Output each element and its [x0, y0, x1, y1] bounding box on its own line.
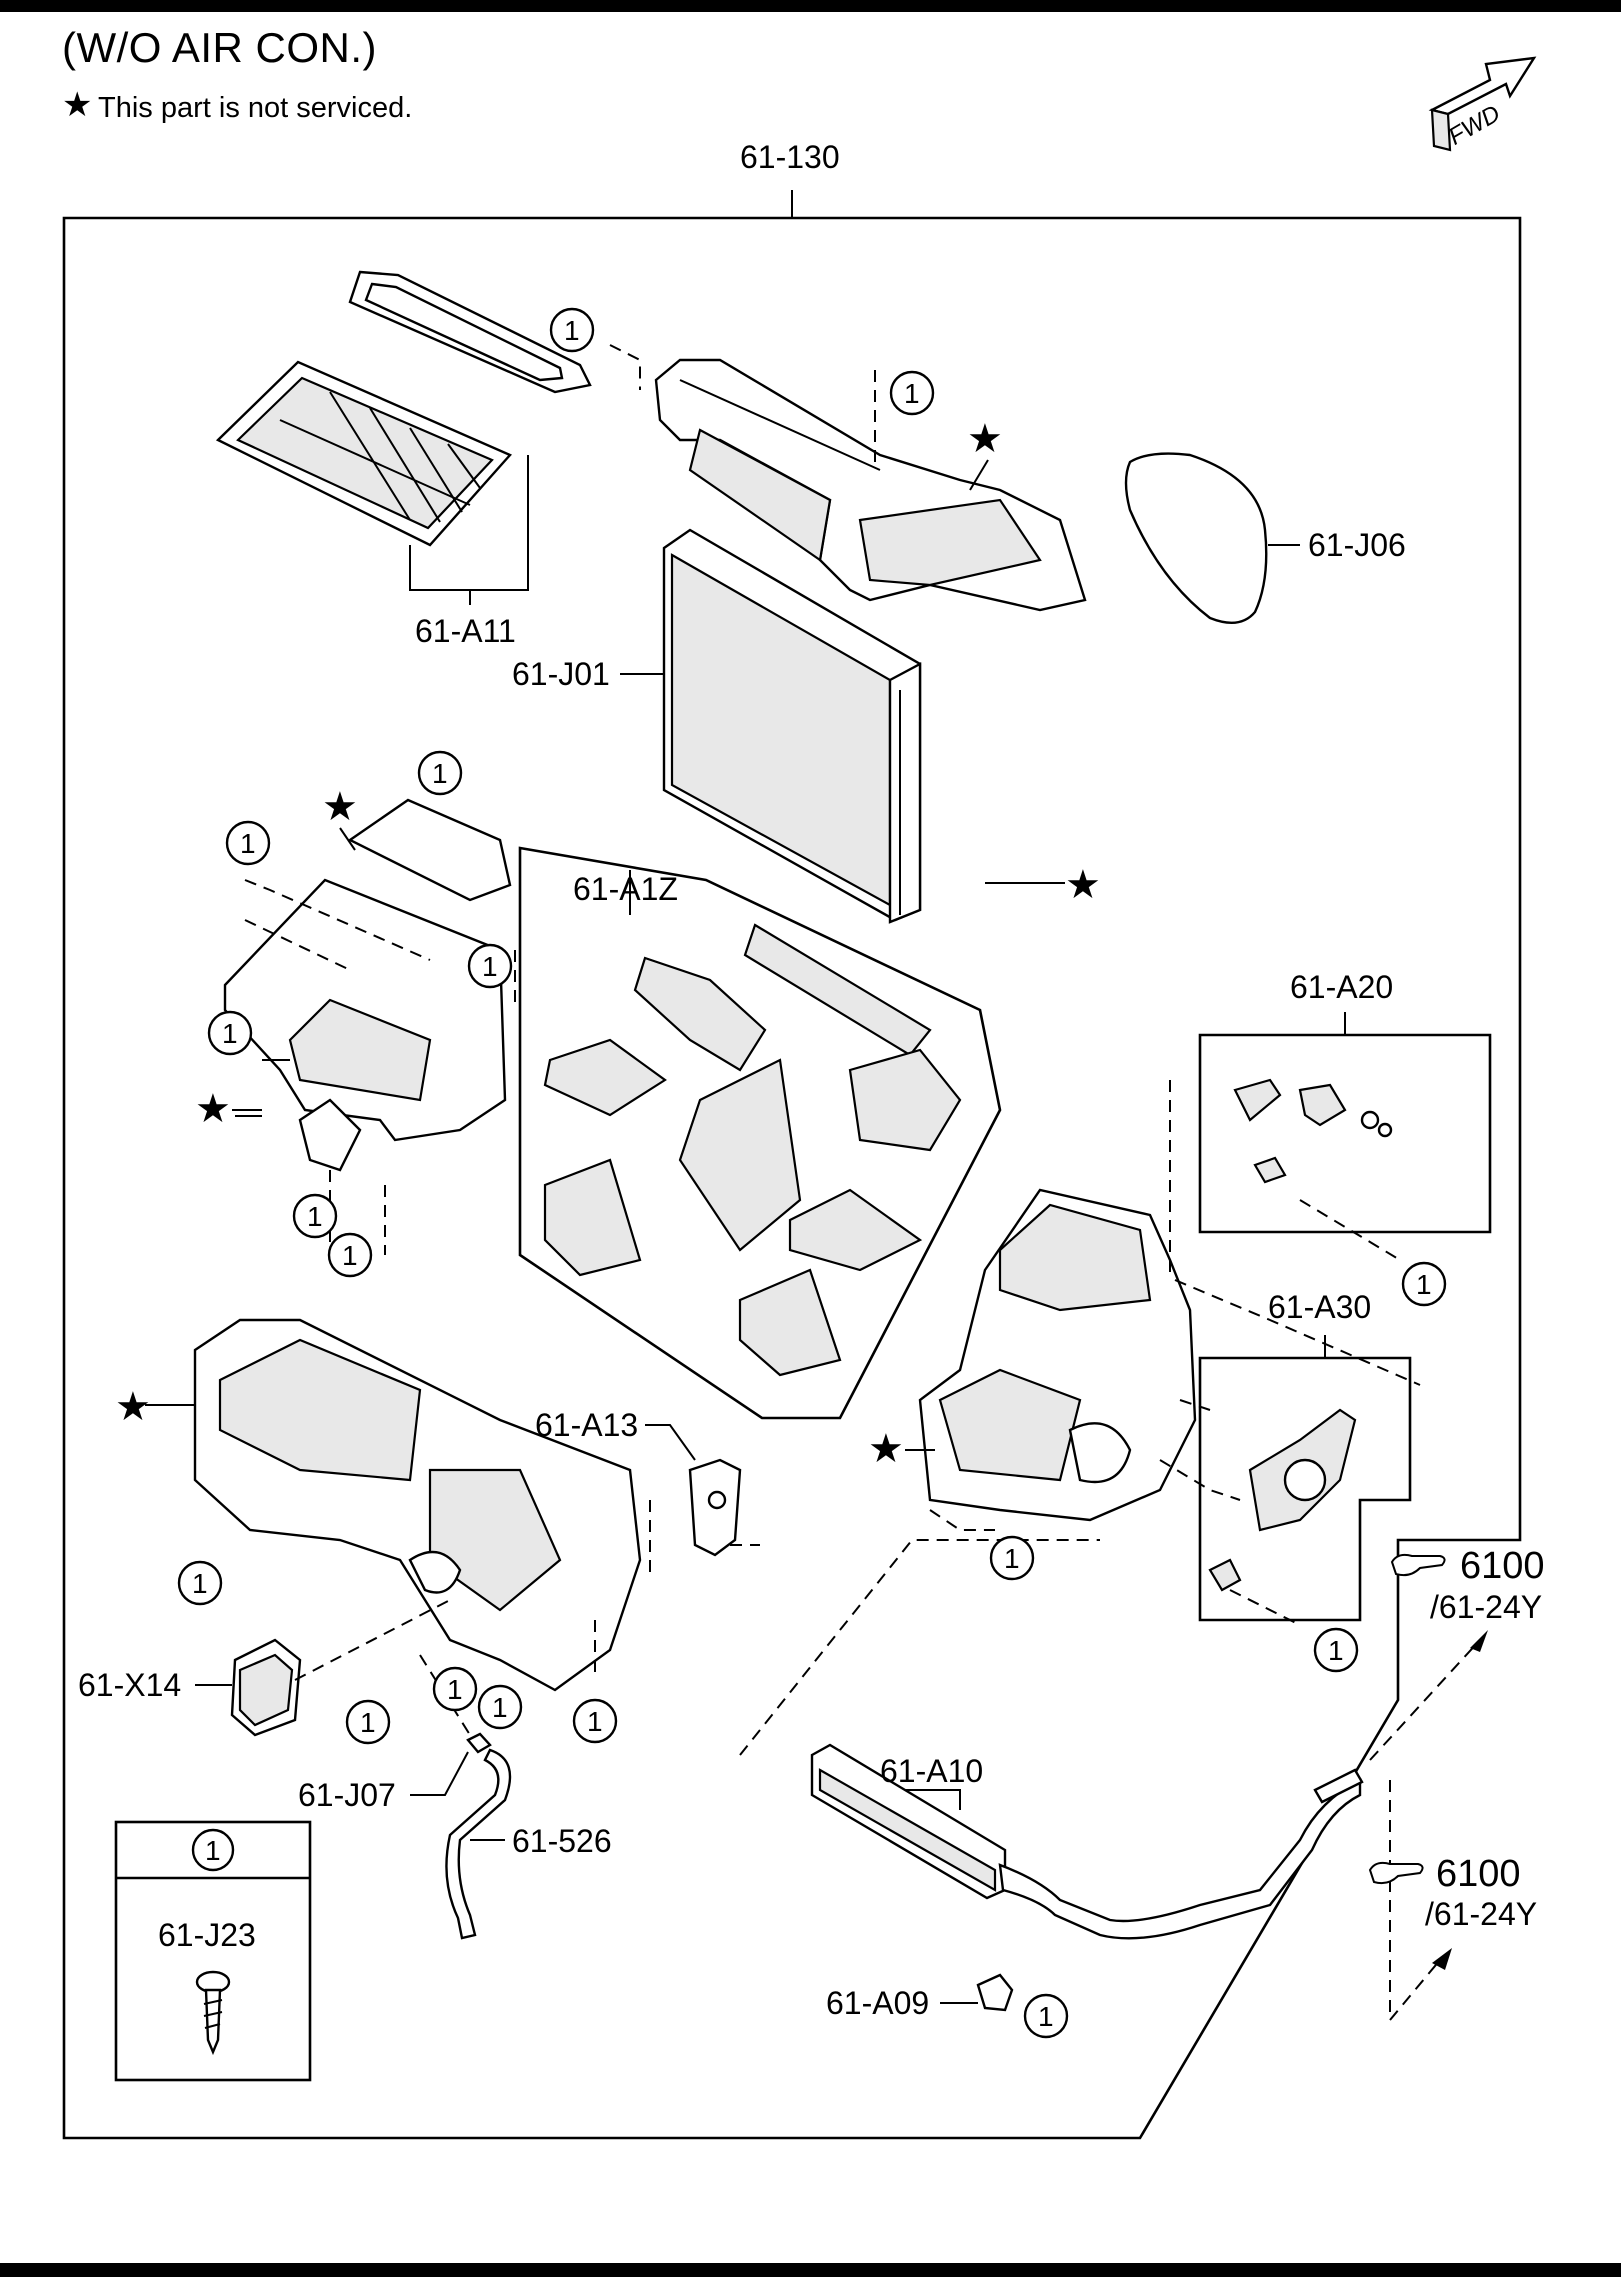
evaporator-part	[662, 528, 922, 924]
label-seal: 61-J06	[1308, 527, 1406, 563]
label-link-kit-a20: 61-A20	[1290, 969, 1393, 1005]
label-filter: 61-A11	[415, 613, 516, 649]
callout-number: 1	[587, 1706, 603, 1737]
ref-2-page: 6100	[1436, 1853, 1521, 1895]
door-kit-parts	[543, 923, 962, 1377]
label-door-kit: 61-A1Z	[573, 871, 678, 907]
callout-number: 1	[342, 1240, 358, 1271]
actuator-part	[230, 1638, 302, 1737]
callout-circle	[549, 307, 595, 353]
callout-number: 1	[904, 378, 920, 409]
callout-number: 1	[447, 1674, 463, 1705]
callout-number: 1	[360, 1707, 376, 1738]
callout-number: 1	[492, 1692, 508, 1723]
callout-circle	[432, 1666, 478, 1712]
label-link-kit-a30: 61-A30	[1268, 1289, 1371, 1325]
seal-part	[1124, 452, 1268, 624]
air-filter-part	[215, 270, 592, 547]
callout-circle	[889, 370, 935, 416]
callout-number: 1	[1038, 2001, 1054, 2032]
ref-2-code: /61-24Y	[1425, 1896, 1537, 1932]
callout-circle	[207, 1010, 253, 1056]
callout-number: 1	[482, 951, 498, 982]
callout-number: 1	[1328, 1635, 1344, 1666]
star-marker-icon: ★	[868, 1426, 904, 1472]
callout-circle	[292, 1193, 338, 1239]
upper-case-part	[654, 358, 1087, 612]
callout-circle	[477, 1684, 523, 1730]
label-bracket: 61-A13	[535, 1407, 638, 1443]
callout-number: 1	[222, 1018, 238, 1049]
callout-circle	[1401, 1261, 1447, 1307]
page-reference-2[interactable]: 6100 /61-24Y	[1368, 1853, 1537, 1932]
not-serviced-note: This part is not serviced.	[98, 92, 413, 124]
callout-number: 1	[192, 1568, 208, 1599]
assembly-frame	[62, 216, 1522, 2140]
callout-number: 1	[1004, 1543, 1020, 1574]
callout-circle	[1023, 1993, 1069, 2039]
callout-circle	[989, 1535, 1035, 1581]
link-kit-a20-box	[1198, 1033, 1492, 1234]
lower-case-part	[193, 1318, 642, 1692]
star-marker-icon: ★	[195, 1086, 231, 1132]
right-housing-part	[918, 1188, 1197, 1522]
star-marker-icon: ★	[115, 1384, 151, 1430]
label-clip: 61-A09	[826, 1985, 929, 2021]
ref-1-code: /61-24Y	[1430, 1589, 1542, 1625]
star-marker-icon: ★	[322, 784, 358, 830]
link-kit-a30-parts	[1208, 1408, 1357, 1592]
pointing-hand-icon	[1368, 1861, 1424, 1885]
fastener-callout-box: 1 61-J23	[114, 1820, 312, 2082]
link-kit-a20-parts	[1233, 1078, 1393, 1184]
label-heater-core: 61-A10	[880, 1753, 983, 1789]
star-markers: ★ ★ ★ ★ ★ ★	[115, 416, 1101, 1472]
callout-circle	[327, 1232, 373, 1278]
label-hose-joint: 61-J07	[298, 1777, 396, 1813]
not-serviced-star-icon: ★	[62, 86, 93, 124]
link-kit-a30-box	[1198, 1356, 1412, 1622]
forward-arrow-icon: FWD	[1428, 56, 1537, 152]
heater-core-part	[810, 1743, 1364, 1940]
label-evaporator: 61-J01	[512, 656, 610, 692]
label-assembly: 61-130	[740, 139, 840, 175]
drain-hose-part	[445, 1732, 512, 1940]
bottom-border-bar	[0, 2263, 1621, 2277]
callout-circle	[177, 1560, 223, 1606]
bracket-part	[688, 1458, 742, 1557]
callout-box-number: 1	[205, 1835, 221, 1866]
top-border-bar	[0, 0, 1621, 12]
callout-circle	[345, 1699, 391, 1745]
callout-number: 1	[1416, 1269, 1432, 1300]
label-drain-hose: 61-526	[512, 1823, 612, 1859]
ref-1-page: 6100	[1460, 1545, 1545, 1587]
star-marker-icon: ★	[1065, 862, 1101, 908]
callout-circle	[467, 943, 513, 989]
page-reference-1[interactable]: 6100 /61-24Y	[1390, 1545, 1545, 1625]
star-marker-icon: ★	[967, 416, 1003, 462]
callout-number: 1	[564, 315, 580, 346]
diagram-title: (W/O AIR CON.)	[62, 24, 377, 71]
callout-number: 1	[240, 828, 256, 859]
upper-left-housing-part	[223, 798, 512, 1172]
callout-box-part: 61-J23	[158, 1917, 256, 1953]
screw-icon	[195, 1970, 231, 2056]
callout-circle	[1313, 1627, 1359, 1673]
callout-circle	[572, 1698, 618, 1744]
clip-part	[976, 1973, 1014, 2012]
callout-number: 1	[307, 1201, 323, 1232]
callout-number: 1	[432, 758, 448, 789]
pointing-hand-icon	[1390, 1553, 1446, 1577]
label-actuator: 61-X14	[78, 1667, 181, 1703]
callout-circle	[417, 750, 463, 796]
callout-circle	[225, 820, 271, 866]
door-kit-box	[518, 846, 1002, 1420]
